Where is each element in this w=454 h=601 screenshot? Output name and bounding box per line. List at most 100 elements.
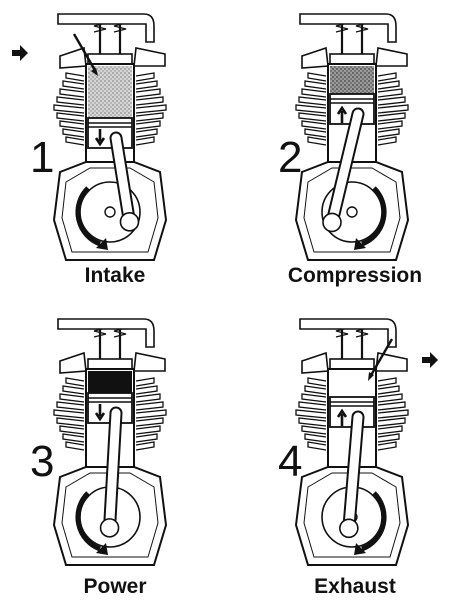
fin-left (305, 434, 326, 442)
fin-right (378, 378, 396, 386)
fin-left (305, 129, 326, 137)
fin-right (378, 410, 408, 418)
fin-left (308, 73, 326, 81)
fin-left (57, 418, 84, 426)
fin-left (66, 442, 84, 450)
crank-pin (120, 213, 138, 231)
fin-right (378, 418, 405, 426)
stage-compression: 2 Compression (278, 14, 422, 287)
fin-left (308, 378, 326, 386)
crank-pin (101, 519, 119, 537)
fin-left (308, 137, 326, 145)
fin-right (136, 410, 166, 418)
fin-right (136, 378, 154, 386)
stage-label: Power (83, 575, 146, 598)
fin-left (66, 378, 84, 386)
crankshaft (347, 207, 357, 217)
fin-left (63, 386, 84, 394)
head-gasket (330, 54, 374, 64)
crank-pin (340, 519, 358, 537)
rocker-cover (58, 14, 154, 42)
fin-left (66, 73, 84, 81)
fin-right (136, 89, 160, 97)
engine-exhaust (296, 319, 438, 565)
fin-right (378, 129, 399, 137)
fin-left (305, 81, 326, 89)
exhaust-port (376, 48, 407, 66)
stage-number: 3 (30, 437, 54, 486)
rocker-cover (300, 319, 396, 347)
fin-right (378, 97, 405, 105)
head-gasket (88, 54, 132, 64)
fin-right (136, 73, 154, 81)
rocker-cover (300, 14, 396, 42)
fin-right (378, 105, 408, 113)
stage-number: 4 (278, 437, 302, 486)
fin-right (136, 113, 163, 121)
combustion-chamber (88, 66, 132, 118)
fin-right (378, 121, 402, 129)
fin-left (63, 81, 84, 89)
fin-left (308, 442, 326, 450)
fin-left (299, 402, 326, 410)
head-gasket (88, 359, 132, 369)
fin-left (299, 97, 326, 105)
fin-right (136, 121, 160, 129)
intake-port (302, 353, 328, 373)
fin-left (302, 426, 326, 434)
fin-right (136, 426, 160, 434)
fin-right (378, 73, 396, 81)
fin-right (136, 137, 154, 145)
stage-intake: 1 Intake (12, 14, 166, 287)
fin-right (378, 426, 402, 434)
fin-right (378, 113, 405, 121)
fin-right (136, 105, 166, 113)
engine-power (54, 319, 166, 565)
fin-right (136, 386, 157, 394)
fin-right (378, 89, 402, 97)
fin-right (136, 97, 163, 105)
cylinder-head (300, 319, 407, 373)
fin-right (136, 394, 160, 402)
fin-left (54, 410, 84, 418)
fin-right (378, 81, 399, 89)
fin-right (378, 434, 399, 442)
stage-power: 3 Power (30, 319, 166, 598)
stage-exhaust: 4 Exhaust (278, 319, 438, 598)
cylinder-head (300, 14, 407, 68)
cylinder-head (58, 319, 165, 373)
stage-number: 1 (30, 133, 54, 182)
stage-label: Intake (85, 264, 146, 287)
flow-out-arrow-icon (422, 352, 438, 368)
cylinder-head (58, 14, 165, 68)
flow-in-arrow-icon (12, 45, 28, 61)
exhaust-port (134, 48, 165, 66)
fin-right (136, 129, 157, 137)
fin-left (302, 394, 326, 402)
fin-left (60, 89, 84, 97)
intake-port (60, 353, 86, 373)
fin-left (63, 434, 84, 442)
fin-left (57, 113, 84, 121)
stage-label: Exhaust (314, 575, 396, 598)
fin-right (378, 137, 396, 145)
rocker-cover (58, 319, 154, 347)
fin-left (296, 410, 326, 418)
exhaust-port (134, 353, 165, 371)
fin-left (54, 105, 84, 113)
fin-right (136, 434, 157, 442)
combustion-chamber (330, 66, 374, 94)
crank-pin (323, 213, 341, 231)
fin-left (299, 418, 326, 426)
fin-left (302, 121, 326, 129)
fin-right (136, 442, 154, 450)
fin-left (305, 386, 326, 394)
combustion-chamber (88, 371, 132, 393)
fin-left (57, 97, 84, 105)
fin-left (66, 137, 84, 145)
fin-right (378, 402, 405, 410)
stage-number: 2 (278, 133, 302, 182)
fin-left (57, 402, 84, 410)
fin-right (136, 418, 163, 426)
